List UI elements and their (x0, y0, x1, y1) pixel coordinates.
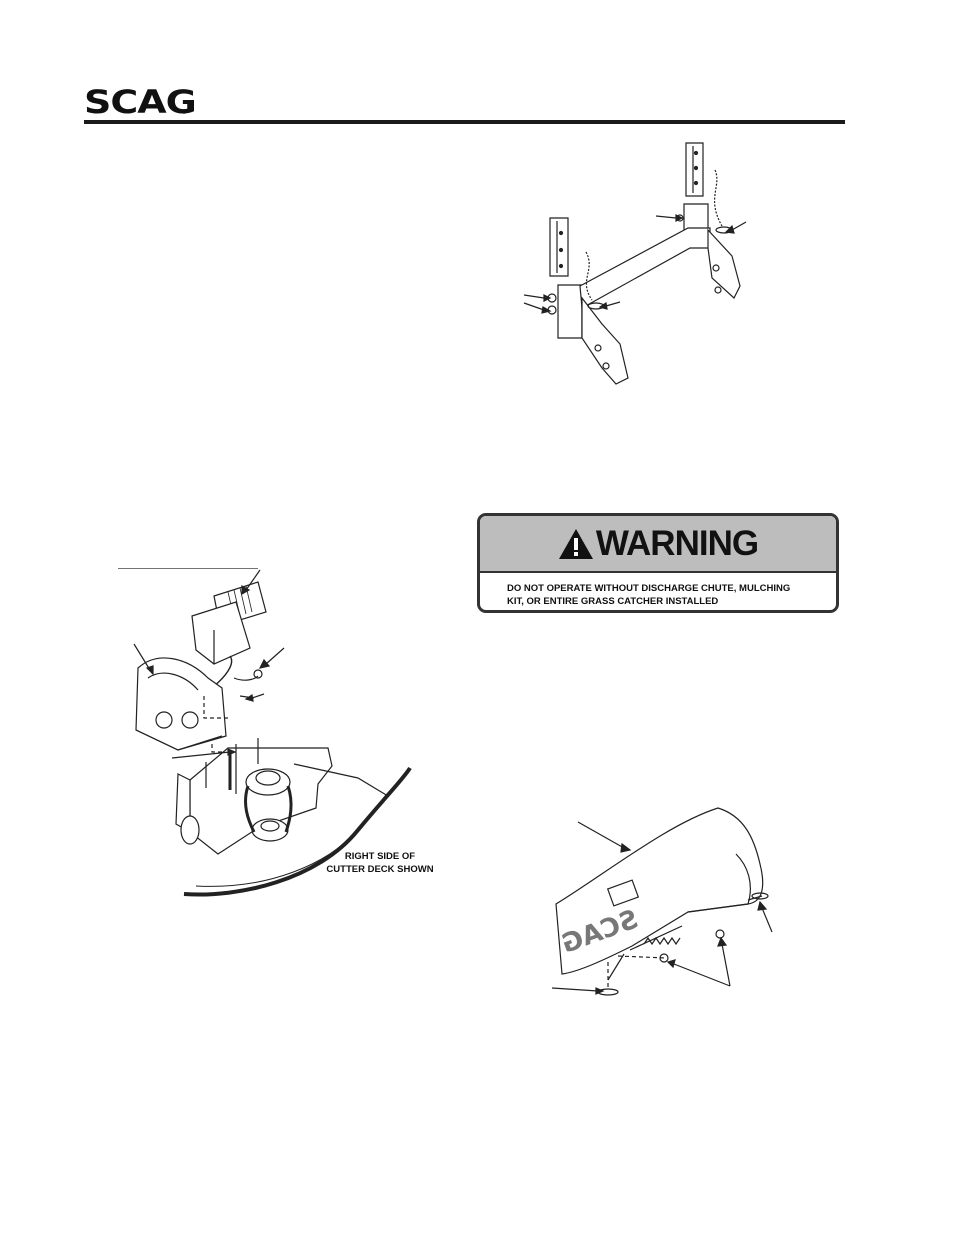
header-rule (84, 120, 845, 124)
warning-triangle-icon (558, 528, 593, 559)
deck-caption-line-2: CUTTER DECK SHOWN (326, 864, 434, 875)
scag-logo: SCAG (84, 83, 197, 121)
warning-message: DO NOT OPERATE WITHOUT DISCHARGE CHUTE, … (480, 573, 836, 608)
warning-message-line-1: DO NOT OPERATE WITHOUT DISCHARGE CHUTE, … (507, 583, 791, 594)
warning-box: WARNING DO NOT OPERATE WITHOUT DISCHARGE… (477, 513, 839, 613)
registered-mark: ® (182, 110, 187, 116)
warning-title: WARNING (595, 524, 759, 563)
discharge-chute-illustration: SCAG (548, 804, 788, 1000)
warning-header: WARNING (480, 516, 836, 573)
deck-caption-line-1: RIGHT SIDE OF (344, 851, 416, 862)
deck-caption: RIGHT SIDE OF CUTTER DECK SHOWN (300, 850, 460, 876)
chute-install-illustration (118, 568, 428, 908)
catcher-frame-illustration (510, 138, 770, 388)
warning-message-line-2: KIT, OR ENTIRE GRASS CATCHER INSTALLED (507, 596, 719, 607)
